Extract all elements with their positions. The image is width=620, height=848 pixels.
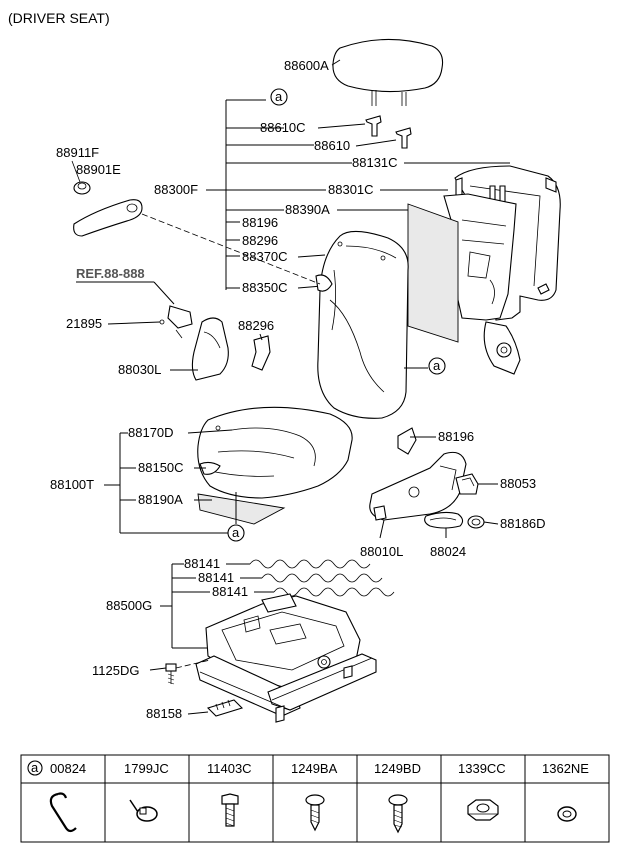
label-88500G: 88500G bbox=[106, 598, 152, 613]
callout-a-seat-label: a bbox=[232, 525, 240, 540]
label-88158: 88158 bbox=[146, 706, 182, 721]
label-88370C: 88370C bbox=[242, 249, 288, 264]
headrest-guides bbox=[365, 115, 412, 149]
tapping-screw-long-icon bbox=[388, 794, 408, 834]
label-88131C: 88131C bbox=[352, 155, 398, 170]
reference-label: REF.88-888 bbox=[76, 266, 145, 281]
callout-a-seat bbox=[227, 524, 245, 542]
bracket-88196-lower bbox=[397, 427, 417, 455]
label-1125DG: 1125DG bbox=[92, 663, 139, 678]
knob-88053 bbox=[455, 473, 479, 495]
label-88350C: 88350C bbox=[242, 280, 288, 295]
assembly-bracket-88500G bbox=[160, 563, 210, 649]
spring-88141-1 bbox=[249, 559, 371, 569]
parts-table bbox=[20, 754, 610, 843]
label-88911F: 88911F bbox=[56, 145, 99, 160]
table-header-1: 1799JC bbox=[124, 761, 169, 776]
callout-a-top bbox=[270, 88, 288, 106]
label-88170D: 88170D bbox=[128, 425, 174, 440]
label-88053: 88053 bbox=[500, 476, 536, 491]
table-callout-a-label: a bbox=[31, 760, 39, 775]
switch-21895 bbox=[167, 305, 193, 339]
table-callout-a bbox=[27, 760, 43, 776]
table-header-2: 11403C bbox=[207, 761, 252, 776]
label-88141-2: 88141 bbox=[198, 570, 234, 585]
label-88301C: 88301C bbox=[328, 182, 374, 197]
label-88600A: 88600A bbox=[284, 58, 329, 73]
label-88150C: 88150C bbox=[138, 460, 184, 475]
label-88296-upper: 88296 bbox=[242, 233, 278, 248]
label-88390A: 88390A bbox=[285, 202, 330, 217]
label-88141-1: 88141 bbox=[184, 556, 220, 571]
seat-pad-88190A bbox=[197, 493, 286, 525]
strap-88024 bbox=[424, 511, 464, 529]
back-board bbox=[407, 203, 459, 343]
spring-88141-3 bbox=[273, 587, 395, 597]
diagram-title: (DRIVER SEAT) bbox=[8, 10, 110, 26]
label-88196-upper: 88196 bbox=[242, 215, 278, 230]
bolt-1125DG bbox=[165, 663, 177, 685]
ring-88186D bbox=[467, 515, 485, 529]
spring-88141-2 bbox=[261, 573, 383, 583]
table-header-6: 1362NE bbox=[542, 761, 589, 776]
label-88901E: 88901E bbox=[76, 162, 121, 177]
table-header-5: 1339CC bbox=[458, 761, 506, 776]
washer-icon bbox=[557, 806, 577, 822]
callout-a-top-label: a bbox=[275, 89, 283, 104]
recliner-cap-88911F bbox=[73, 181, 91, 195]
label-88010L: 88010L bbox=[360, 544, 403, 559]
label-88100T: 88100T bbox=[50, 477, 94, 492]
seat-cushion bbox=[197, 406, 353, 499]
cable-tie-icon bbox=[129, 799, 158, 822]
recliner-lever-88901E bbox=[73, 199, 143, 237]
assembly-bracket-88300F bbox=[206, 99, 352, 290]
label-88610: 88610 bbox=[314, 138, 350, 153]
seat-frame-88500G bbox=[195, 593, 377, 723]
cover-88296-lower bbox=[251, 335, 271, 371]
seatback-cushion bbox=[315, 230, 409, 419]
callout-a-back-label: a bbox=[433, 358, 441, 373]
label-88190A: 88190A bbox=[138, 492, 183, 507]
label-88030L: 88030L bbox=[118, 362, 161, 377]
label-88296-lower: 88296 bbox=[238, 318, 274, 333]
label-88141-3: 88141 bbox=[212, 584, 248, 599]
table-header-3: 1249BA bbox=[291, 761, 338, 776]
wire-clip-icon bbox=[49, 792, 77, 833]
label-88610C: 88610C bbox=[260, 120, 306, 135]
label-88300F: 88300F bbox=[154, 182, 198, 197]
headrest bbox=[332, 38, 444, 106]
label-21895: 21895 bbox=[66, 316, 102, 331]
side-shield-88010L bbox=[369, 451, 467, 521]
cover-88158 bbox=[206, 699, 244, 717]
table-header-4: 1249BD bbox=[374, 761, 421, 776]
tapping-screw-icon bbox=[305, 794, 325, 832]
table-header-0: 00824 bbox=[50, 761, 86, 776]
back-side-cover-88030L bbox=[191, 317, 229, 381]
hex-nut-icon bbox=[467, 799, 499, 821]
assembly-bracket-88100T bbox=[104, 432, 228, 534]
label-88196-lower: 88196 bbox=[438, 429, 474, 444]
back-pan-mechanism bbox=[443, 193, 521, 375]
label-88186D: 88186D bbox=[500, 516, 546, 531]
label-88024: 88024 bbox=[430, 544, 466, 559]
bolt-icon bbox=[221, 793, 239, 827]
callout-a-back bbox=[428, 357, 446, 375]
